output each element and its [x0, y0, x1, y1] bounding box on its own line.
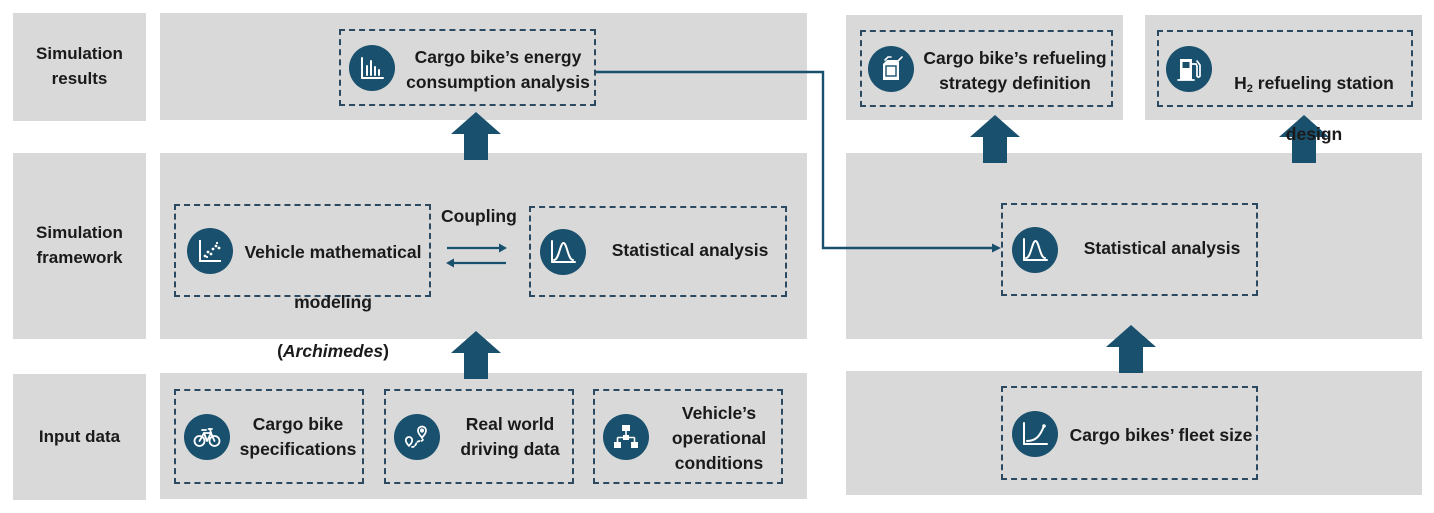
flowchart-icon — [603, 414, 649, 460]
input-panel — [160, 373, 807, 499]
fleet-size-label: Cargo bikes’ fleet size — [1069, 425, 1253, 445]
fuel-canister-icon — [868, 46, 914, 92]
fleet-panel — [846, 371, 1422, 495]
bicycle-icon — [184, 414, 230, 460]
stat-analysis-left-box: Statistical analysis — [529, 206, 787, 297]
refuel-strategy-box: Cargo bike’s refueling strategy definiti… — [860, 30, 1113, 107]
bell-curve-icon — [540, 229, 586, 275]
vehicle-model-name: Archimedes — [282, 341, 384, 362]
operational-conditions-box: Vehicle’s operational conditions — [593, 389, 783, 484]
growth-curve-icon — [1012, 411, 1058, 457]
vehicle-model-close-paren: ) — [383, 341, 389, 362]
cargo-specs-box: Cargo bike specifications — [174, 389, 364, 484]
scatter-plot-icon — [187, 228, 233, 274]
bell-curve-icon — [1012, 227, 1058, 273]
cargo-specs-label: Cargo bike specifications — [239, 414, 357, 459]
h2-station-line2: design — [1285, 124, 1343, 145]
stat-analysis-left-label: Statistical analysis — [611, 240, 769, 260]
row-label-input: Input data — [38, 426, 121, 446]
energy-analysis-box: Cargo bike’s energy consumption analysis — [339, 29, 596, 106]
stat-analysis-right-box: Statistical analysis — [1001, 203, 1258, 296]
framework-label-panel — [13, 153, 146, 339]
fleet-size-box: Cargo bikes’ fleet size — [1001, 386, 1258, 480]
up-arrow-fleet — [1106, 325, 1156, 373]
row-label-results: Simulation results — [36, 44, 123, 88]
up-arrow-h2-station — [1279, 115, 1329, 163]
driving-data-label: Real world driving data — [460, 414, 560, 459]
refuel-strategy-label: Cargo bike’s refueling strategy definiti… — [923, 48, 1107, 93]
fuel-pump-icon — [1166, 46, 1212, 92]
stat-analysis-right-label: Statistical analysis — [1083, 238, 1241, 258]
input-label-panel — [13, 374, 146, 500]
vehicle-model-open-paren: ( — [277, 341, 283, 362]
vehicle-model-label: Vehicle mathematical modeling (Archimede… — [240, 215, 426, 389]
up-arrow-results — [451, 112, 501, 160]
up-arrow-refuel-strategy — [970, 115, 1020, 163]
vehicle-model-box: Vehicle mathematical modeling (Archimede… — [174, 204, 431, 361]
vehicle-model-line1: Vehicle mathematical — [244, 241, 422, 262]
row-label-framework: Simulation framework — [36, 223, 123, 267]
h2-station-label: H2 refueling station design — [1219, 46, 1409, 172]
vehicle-model-line2: modeling — [294, 291, 372, 312]
route-pin-icon — [394, 414, 440, 460]
bar-chart-icon — [349, 45, 395, 91]
operational-conditions-label: Vehicle’s operational conditions — [671, 403, 767, 473]
vehicle-model-line3: (Archimedes) — [240, 339, 426, 364]
coupling-label: Coupling — [441, 206, 517, 226]
h2-station-box: H2 refueling station design — [1157, 30, 1413, 144]
up-arrow-framework — [451, 331, 501, 379]
h2-subscript: 2 — [1246, 82, 1253, 95]
energy-analysis-label: Cargo bike’s energy consumption analysis — [406, 47, 590, 92]
driving-data-box: Real world driving data — [384, 389, 574, 484]
results-label-panel — [13, 13, 146, 121]
h2-prefix: H — [1234, 72, 1247, 93]
h2-station-line1: H2 refueling station — [1219, 71, 1409, 98]
h2-rest: refueling station — [1252, 72, 1394, 93]
